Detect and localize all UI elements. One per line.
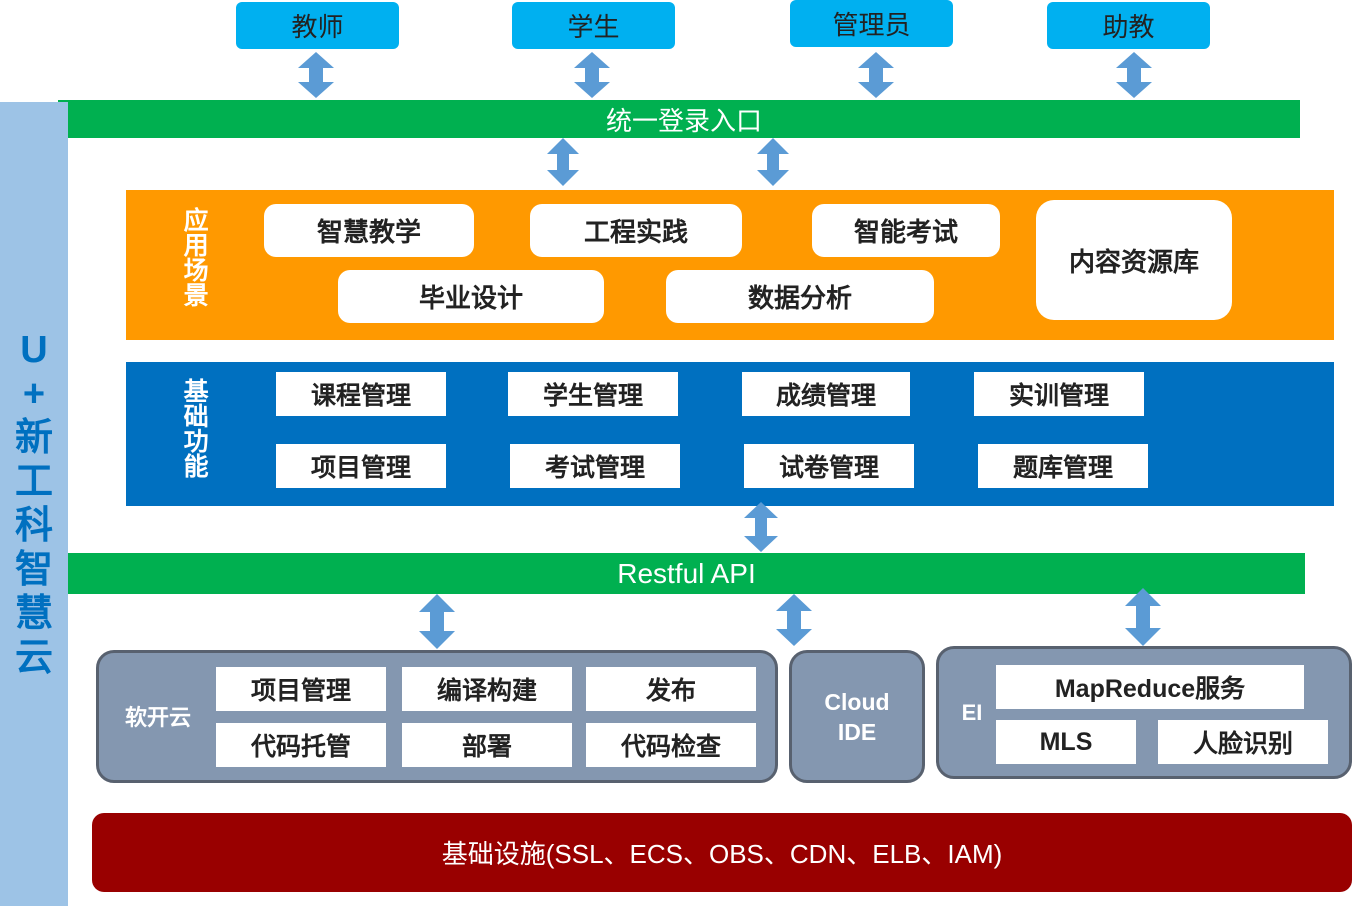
role-student: 学生 bbox=[512, 2, 675, 49]
side-title-char: U bbox=[20, 329, 48, 371]
arrow-admin-login bbox=[858, 52, 894, 98]
cloud-ide-label-line2: IDE bbox=[837, 718, 877, 745]
devcloud-compile-build: 编译构建 bbox=[402, 667, 572, 711]
ei-panel: EI MapReduce服务 MLS 人脸识别 bbox=[936, 646, 1352, 779]
func-course-management: 课程管理 bbox=[276, 372, 446, 416]
func-project-management: 项目管理 bbox=[276, 444, 446, 488]
functions-panel-label: 基础功能 bbox=[180, 378, 209, 478]
arrow-api-ei bbox=[1125, 588, 1161, 646]
functions-panel: 基础功能 课程管理 学生管理 成绩管理 实训管理 项目管理 考试管理 试卷管理 … bbox=[126, 362, 1334, 506]
func-student-management: 学生管理 bbox=[508, 372, 678, 416]
role-teacher: 教师 bbox=[236, 2, 399, 49]
infrastructure-bar: 基础设施(SSL、ECS、OBS、CDN、ELB、IAM) bbox=[92, 813, 1352, 892]
func-exam-management: 考试管理 bbox=[510, 444, 680, 488]
app-smart-teaching: 智慧教学 bbox=[264, 204, 474, 257]
side-title-char: 新 bbox=[14, 417, 53, 459]
arrow-api-devcloud bbox=[419, 594, 455, 649]
devcloud-label: 软开云 bbox=[124, 705, 191, 730]
func-grade-management: 成绩管理 bbox=[742, 372, 910, 416]
apps-panel-label: 应用场景 bbox=[180, 207, 209, 307]
devcloud-code-hosting: 代码托管 bbox=[216, 723, 386, 767]
role-admin: 管理员 bbox=[790, 0, 953, 47]
app-data-analysis: 数据分析 bbox=[666, 270, 934, 323]
api-bar: Restful API bbox=[68, 553, 1305, 594]
ei-mls: MLS bbox=[996, 720, 1136, 764]
app-engineering-practice: 工程实践 bbox=[530, 204, 742, 257]
side-title-bar: U + 新 工 科 智 慧 云 bbox=[0, 102, 68, 906]
devcloud-release: 发布 bbox=[586, 667, 756, 711]
side-title-char: 慧 bbox=[14, 593, 53, 635]
side-title-char: 科 bbox=[14, 505, 53, 547]
arrow-login-apps-right bbox=[757, 138, 789, 186]
apps-panel: 应用场景 智慧教学 工程实践 智能考试 毕业设计 数据分析 内容资源库 bbox=[126, 190, 1334, 340]
arrow-assistant-login bbox=[1116, 52, 1152, 98]
devcloud-code-check: 代码检查 bbox=[586, 723, 756, 767]
arrow-api-cloud-ide bbox=[776, 594, 812, 646]
func-paper-management: 试卷管理 bbox=[744, 444, 914, 488]
ei-label: EI bbox=[961, 700, 983, 725]
side-title-char: 智 bbox=[14, 549, 53, 591]
devcloud-panel: 软开云 项目管理 编译构建 发布 代码托管 部署 代码检查 bbox=[96, 650, 778, 783]
app-smart-exam: 智能考试 bbox=[812, 204, 1000, 257]
app-graduation-design: 毕业设计 bbox=[338, 270, 604, 323]
arrow-student-login bbox=[574, 52, 610, 98]
ei-face-recognition: 人脸识别 bbox=[1158, 720, 1328, 764]
devcloud-project-management: 项目管理 bbox=[216, 667, 386, 711]
func-training-management: 实训管理 bbox=[974, 372, 1144, 416]
cloud-ide-panel: Cloud IDE bbox=[789, 650, 925, 783]
cloud-ide-label-line1: Cloud bbox=[824, 688, 890, 715]
devcloud-deploy: 部署 bbox=[402, 723, 572, 767]
arrow-functions-api bbox=[744, 502, 778, 552]
login-bar: 统一登录入口 bbox=[68, 100, 1300, 138]
arrow-login-apps-left bbox=[547, 138, 579, 186]
ei-mapreduce-service: MapReduce服务 bbox=[996, 665, 1304, 709]
side-title-char: 云 bbox=[14, 637, 53, 679]
login-bar-extension bbox=[58, 100, 70, 102]
side-title-char: + bbox=[22, 373, 46, 415]
func-question-bank-management: 题库管理 bbox=[978, 444, 1148, 488]
arrow-teacher-login bbox=[298, 52, 334, 98]
side-title-char: 工 bbox=[14, 461, 53, 503]
role-assistant: 助教 bbox=[1047, 2, 1210, 49]
content-library: 内容资源库 bbox=[1036, 200, 1232, 320]
